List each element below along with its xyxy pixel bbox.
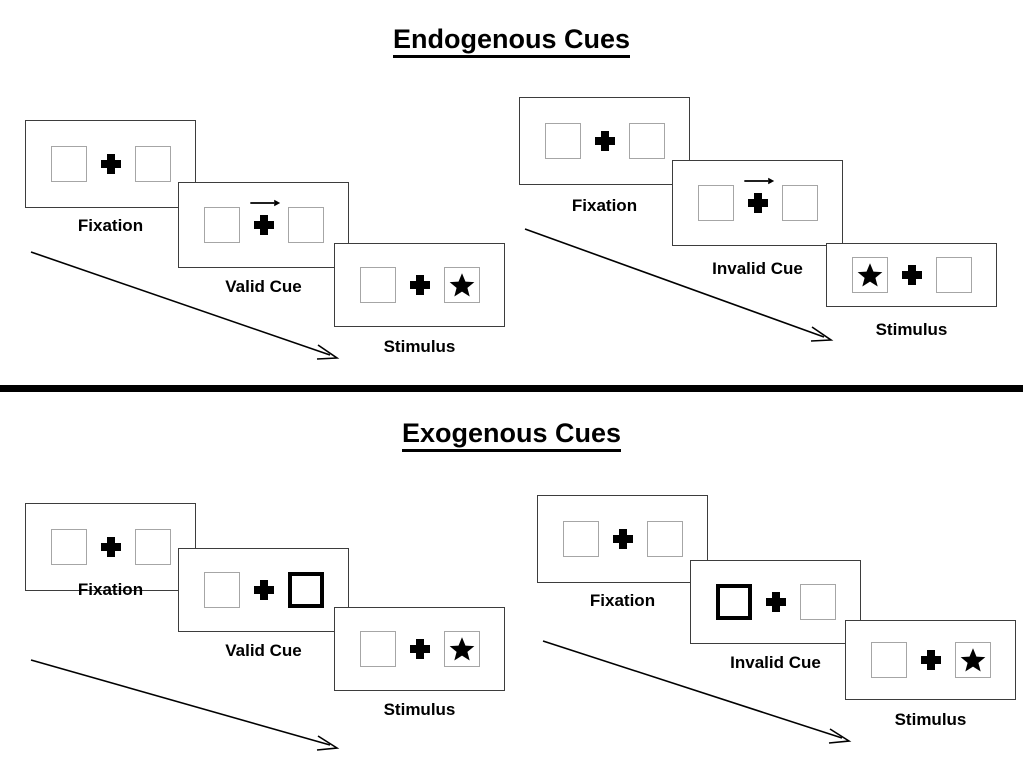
plus-cross-icon xyxy=(409,639,430,659)
placeholder-box-left xyxy=(851,257,888,293)
panel-content xyxy=(335,608,504,690)
caption-exogenous-valid-cue: Valid Cue xyxy=(225,641,302,660)
panel-content xyxy=(335,244,504,326)
panel-exogenous-invalid-fixation xyxy=(537,495,708,583)
placeholder-box-right xyxy=(134,146,171,182)
caption-endogenous-invalid-fixation: Fixation xyxy=(571,196,638,215)
panel-endogenous-invalid-cue xyxy=(672,160,843,246)
caption-endogenous-valid-stimulus: Stimulus xyxy=(383,337,456,356)
section-title-exogenous-text: Exogenous Cues xyxy=(401,418,622,452)
panel-content xyxy=(520,98,689,184)
panel-exogenous-valid-fixation xyxy=(25,503,196,591)
placeholder-box-left xyxy=(50,146,87,182)
caption-endogenous-invalid-cue: Invalid Cue xyxy=(712,259,803,278)
placeholder-box-left xyxy=(562,521,599,557)
placeholder-box-left xyxy=(359,267,396,303)
panel-content xyxy=(827,244,996,306)
time-flow-arrow-exogenous-valid xyxy=(30,659,340,751)
plus-cross-icon xyxy=(901,265,922,285)
section-title-exogenous: Exogenous Cues xyxy=(0,418,1023,452)
placeholder-box-right xyxy=(134,529,171,565)
star-icon xyxy=(857,263,882,287)
panel-endogenous-valid-fixation xyxy=(25,120,196,208)
fixation-cross-wrap xyxy=(920,650,941,670)
section-title-endogenous-text: Endogenous Cues xyxy=(392,24,630,58)
placeholder-box-right xyxy=(954,642,991,678)
panel-endogenous-valid-cue xyxy=(178,182,349,268)
fixation-cross-wrap xyxy=(409,639,430,659)
plus-cross-icon xyxy=(409,275,430,295)
panel-exogenous-invalid-stimulus xyxy=(845,620,1016,700)
star-icon xyxy=(449,273,474,297)
placeholder-box-right xyxy=(443,267,480,303)
panel-content xyxy=(179,183,348,267)
plus-cross-icon xyxy=(920,650,941,670)
placeholder-box-right xyxy=(781,185,818,221)
placeholder-box-right xyxy=(799,584,836,620)
plus-cross-icon xyxy=(100,154,121,174)
fixation-cross-wrap xyxy=(409,275,430,295)
panel-content xyxy=(538,496,707,582)
panel-content xyxy=(691,561,860,643)
caption-endogenous-valid-fixation: Fixation xyxy=(77,216,144,235)
fixation-cross-wrap xyxy=(249,199,280,235)
placeholder-box-left xyxy=(203,572,240,608)
fixation-cross-wrap xyxy=(253,580,274,600)
panel-content xyxy=(673,161,842,245)
placeholder-box-left xyxy=(544,123,581,159)
panel-content xyxy=(26,121,195,207)
caption-exogenous-invalid-stimulus: Stimulus xyxy=(894,710,967,729)
caption-exogenous-invalid-cue: Invalid Cue xyxy=(730,653,821,672)
fixation-cross-wrap xyxy=(765,592,786,612)
panel-content xyxy=(179,549,348,631)
placeholder-box-left-cued xyxy=(715,584,752,620)
fixation-cross-wrap xyxy=(612,529,633,549)
plus-cross-icon xyxy=(747,193,768,213)
plus-cross-icon xyxy=(100,537,121,557)
caption-endogenous-invalid-stimulus: Stimulus xyxy=(875,320,948,339)
fixation-cross-wrap xyxy=(100,537,121,557)
placeholder-box-left xyxy=(359,631,396,667)
panel-exogenous-valid-cue xyxy=(178,548,349,632)
fixation-cross-wrap xyxy=(743,177,774,213)
star-icon xyxy=(449,637,474,661)
star-icon xyxy=(960,648,985,672)
placeholder-box-left xyxy=(50,529,87,565)
plus-cross-icon xyxy=(253,215,274,235)
placeholder-box-left xyxy=(870,642,907,678)
caption-exogenous-valid-fixation: Fixation xyxy=(77,580,144,599)
panel-exogenous-valid-stimulus xyxy=(334,607,505,691)
caption-exogenous-invalid-fixation: Fixation xyxy=(589,591,656,610)
plus-cross-icon xyxy=(612,529,633,549)
placeholder-box-right xyxy=(935,257,972,293)
panel-content xyxy=(26,504,195,590)
section-divider xyxy=(0,385,1023,392)
placeholder-box-right-cued xyxy=(287,572,324,608)
placeholder-box-right xyxy=(628,123,665,159)
fixation-cross-wrap xyxy=(594,131,615,151)
fixation-cross-wrap xyxy=(901,265,922,285)
fixation-cross-wrap xyxy=(100,154,121,174)
caption-endogenous-valid-cue: Valid Cue xyxy=(225,277,302,296)
plus-cross-icon xyxy=(765,592,786,612)
plus-cross-icon xyxy=(253,580,274,600)
panel-exogenous-invalid-cue xyxy=(690,560,861,644)
arrow-right-icon xyxy=(249,199,280,207)
placeholder-box-left xyxy=(697,185,734,221)
caption-exogenous-valid-stimulus: Stimulus xyxy=(383,700,456,719)
placeholder-box-right xyxy=(443,631,480,667)
panel-content xyxy=(846,621,1015,699)
placeholder-box-left xyxy=(203,207,240,243)
placeholder-box-right xyxy=(646,521,683,557)
panel-endogenous-valid-stimulus xyxy=(334,243,505,327)
panel-endogenous-invalid-fixation xyxy=(519,97,690,185)
panel-endogenous-invalid-stimulus xyxy=(826,243,997,307)
arrow-right-icon xyxy=(743,177,774,185)
placeholder-box-right xyxy=(287,207,324,243)
plus-cross-icon xyxy=(594,131,615,151)
section-title-endogenous: Endogenous Cues xyxy=(0,24,1023,58)
